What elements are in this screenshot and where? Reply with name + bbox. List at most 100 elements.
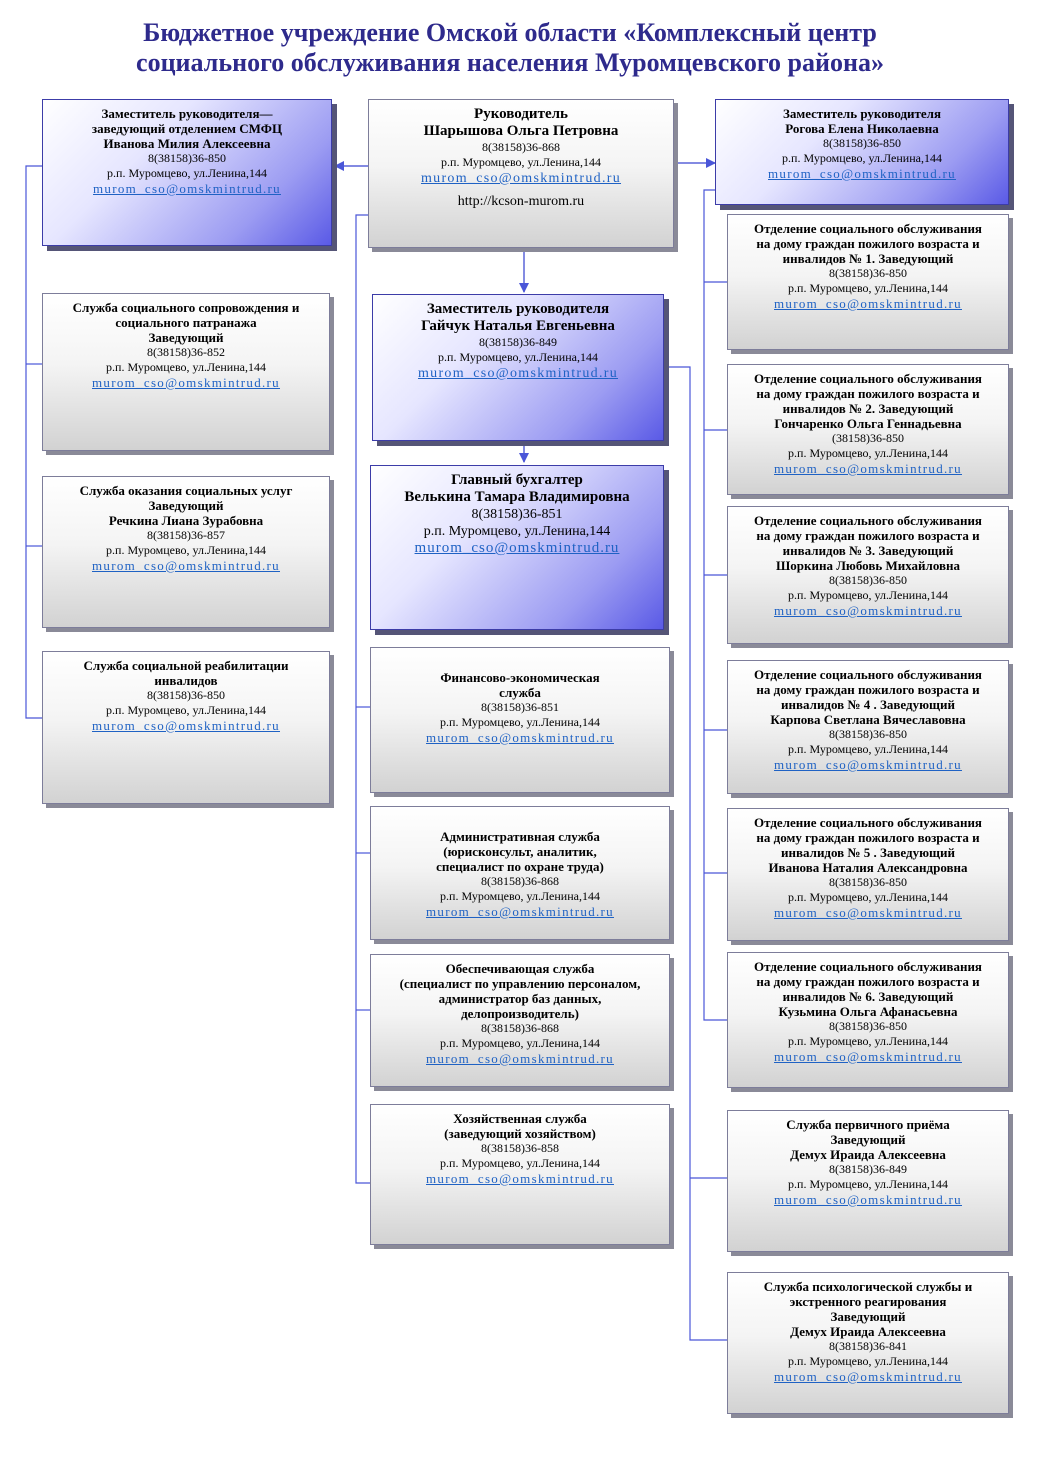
center-service-4-title-1: Хозяйственная служба xyxy=(453,1111,587,1126)
left-service-1-email-link[interactable]: murom_cso@omskmintrud.ru xyxy=(92,375,280,390)
accountant-title: Главный бухгалтер xyxy=(451,472,583,488)
center-service-3-title-4: делопроизводитель) xyxy=(461,1006,579,1021)
right-dept-1-title-1: Отделение социального обслуживания xyxy=(754,221,982,236)
left-service-3-email-link[interactable]: murom_cso@omskmintrud.ru xyxy=(92,718,280,733)
left-deputy-box: Заместитель руководителя— заведующий отд… xyxy=(42,99,332,246)
accountant-phone: 8(38158)36-851 xyxy=(471,507,563,522)
accountant-email-link[interactable]: murom_cso@omskmintrud.ru xyxy=(414,540,620,556)
left-service-1-address: р.п. Муромцево, ул.Ленина,144 xyxy=(106,360,266,374)
center-service-3-title-2: (специалист по управлению персоналом, xyxy=(399,976,641,991)
right-dept-5-email-link[interactable]: murom_cso@omskmintrud.ru xyxy=(774,905,962,920)
center-service-3-box: Обеспечивающая служба (специалист по упр… xyxy=(370,954,670,1087)
left-service-2-email-link[interactable]: murom_cso@omskmintrud.ru xyxy=(92,558,280,573)
left-service-3-box: Служба социальной реабилитации инвалидов… xyxy=(42,651,330,804)
center-service-1-email-link[interactable]: murom_cso@omskmintrud.ru xyxy=(426,730,614,745)
right-dept-1-email-link[interactable]: murom_cso@omskmintrud.ru xyxy=(774,296,962,311)
center-service-1-address: р.п. Муромцево, ул.Ленина,144 xyxy=(440,715,600,729)
left-service-2-address: р.п. Муромцево, ул.Ленина,144 xyxy=(106,543,266,557)
right-dept-2-title-3: инвалидов № 2. Заведующий xyxy=(782,401,954,416)
right-service-8-name: Демух Ираида Алексеевна xyxy=(790,1324,946,1339)
right-dept-1-box: Отделение социального обслуживания на до… xyxy=(727,214,1009,350)
director-box: Руководитель Шарышова Ольга Петровна 8(3… xyxy=(368,99,674,248)
center-service-4-email-link[interactable]: murom_cso@omskmintrud.ru xyxy=(426,1171,614,1186)
right-service-7-box: Служба первичного приёма Заведующий Дему… xyxy=(727,1110,1009,1252)
right-dept-6-email-link[interactable]: murom_cso@omskmintrud.ru xyxy=(774,1049,962,1064)
director-site[interactable]: http://kcson-murom.ru xyxy=(457,194,585,209)
left-service-1-box: Служба социального сопровождения и социа… xyxy=(42,293,330,451)
center-service-2-box: Административная служба (юрисконсульт, а… xyxy=(370,806,670,940)
right-dept-5-phone: 8(38158)36-850 xyxy=(829,875,907,889)
director-title: Руководитель xyxy=(474,106,568,122)
left-deputy-phone: 8(38158)36-850 xyxy=(148,151,226,165)
right-dept-5-name: Иванова Наталия Александровна xyxy=(768,860,968,875)
center-deputy-name: Гайчук Наталья Евгеньевна xyxy=(421,318,615,334)
left-service-3-title-2: инвалидов xyxy=(154,673,218,688)
center-service-4-title-2: (заведующий хозяйством) xyxy=(444,1126,596,1141)
director-email-link[interactable]: murom_cso@omskmintrud.ru xyxy=(420,171,622,186)
left-service-3-title-1: Служба социальной реабилитации xyxy=(83,658,289,673)
left-service-2-title-3: Речкина Лиана Зурабовна xyxy=(108,513,264,528)
left-service-2-title-1: Служба оказания социальных услуг xyxy=(79,483,293,498)
right-deputy-email-link[interactable]: murom_cso@omskmintrud.ru xyxy=(768,166,956,181)
right-service-8-title-2: экстренного реагирования xyxy=(789,1294,947,1309)
right-dept-5-box: Отделение социального обслуживания на до… xyxy=(727,808,1009,941)
left-service-1-title-1: Служба социального сопровождения и xyxy=(72,300,300,315)
center-service-3-email-link[interactable]: murom_cso@omskmintrud.ru xyxy=(426,1051,614,1066)
right-service-7-email-link[interactable]: murom_cso@omskmintrud.ru xyxy=(774,1192,962,1207)
center-trunk xyxy=(355,214,370,1184)
right-service-7-name: Демух Ираида Алексеевна xyxy=(790,1147,946,1162)
right-service-7-phone: 8(38158)36-849 xyxy=(829,1162,907,1176)
right-service-8-email-link[interactable]: murom_cso@omskmintrud.ru xyxy=(774,1369,962,1384)
right-dept-1-phone: 8(38158)36-850 xyxy=(829,266,907,280)
center-service-1-phone: 8(38158)36-851 xyxy=(481,700,559,714)
right-deputy-phone: 8(38158)36-850 xyxy=(823,136,901,150)
right-dept-3-title-3: инвалидов № 3. Заведующий xyxy=(782,543,954,558)
right-dept-5-address: р.п. Муромцево, ул.Ленина,144 xyxy=(788,890,948,904)
right-dept-6-name: Кузьмина Ольга Афанасьевна xyxy=(778,1004,958,1019)
center-service-2-phone: 8(38158)36-868 xyxy=(481,874,559,888)
right-dept-4-name: Карпова Светлана Вячеславовна xyxy=(770,712,966,727)
right-dept-3-name: Шоркина Любовь Михайловна xyxy=(775,558,961,573)
center-service-3-title-1: Обеспечивающая служба xyxy=(445,961,595,976)
accountant-address: р.п. Муромцево, ул.Ленина,144 xyxy=(423,524,611,539)
right-dept-5-title-1: Отделение социального обслуживания xyxy=(754,815,982,830)
right-dept-6-address: р.п. Муромцево, ул.Ленина,144 xyxy=(788,1034,948,1048)
center-deputy-email-link[interactable]: murom_cso@omskmintrud.ru xyxy=(417,366,619,381)
left-service-2-phone: 8(38158)36-857 xyxy=(147,528,225,542)
center-service-2-title-3: специалист по охране труда) xyxy=(436,859,604,874)
director-phone: 8(38158)36-868 xyxy=(482,140,560,154)
right-dept-4-phone: 8(38158)36-850 xyxy=(829,727,907,741)
left-deputy-email-link[interactable]: murom_cso@omskmintrud.ru xyxy=(93,181,281,196)
title-line-2: социального обслуживания населения Муром… xyxy=(136,48,884,77)
center-service-3-address: р.п. Муромцево, ул.Ленина,144 xyxy=(440,1036,600,1050)
left-service-2-box: Служба оказания социальных услуг Заведую… xyxy=(42,476,330,628)
center-service-3-phone: 8(38158)36-868 xyxy=(481,1021,559,1035)
center-deputy-address: р.п. Муромцево, ул.Ленина,144 xyxy=(438,350,598,364)
right-dept-1-title-3: инвалидов № 1. Заведующий xyxy=(782,251,954,266)
right-dept-2-title-2: на дому граждан пожилого возраста и xyxy=(756,386,980,401)
right-dept-2-box: Отделение социального обслуживания на до… xyxy=(727,364,1009,495)
title-line-1: Бюджетное учреждение Омской области «Ком… xyxy=(143,18,877,47)
left-service-3-phone: 8(38158)36-850 xyxy=(147,688,225,702)
left-deputy-name: Иванова Милия Алексеевна xyxy=(103,136,271,151)
page-title: Бюджетное учреждение Омской области «Ком… xyxy=(60,18,960,78)
right-dept-3-email-link[interactable]: murom_cso@omskmintrud.ru xyxy=(774,603,962,618)
left-deputy-title-1: Заместитель руководителя— xyxy=(101,106,273,121)
center-service-2-email-link[interactable]: murom_cso@omskmintrud.ru xyxy=(426,904,614,919)
right-dept-5-title-3: инвалидов № 5 . Заведующий xyxy=(781,845,955,860)
right-service-7-title-1: Служба первичного приёма xyxy=(786,1117,950,1132)
center-service-4-box: Хозяйственная служба (заведующий хозяйст… xyxy=(370,1104,670,1245)
right-dept-1-title-2: на дому граждан пожилого возраста и xyxy=(756,236,980,251)
right-trunk xyxy=(703,189,727,1021)
right-dept-4-email-link[interactable]: murom_cso@omskmintrud.ru xyxy=(774,757,962,772)
right-service-8-title-3: Заведующий xyxy=(830,1309,906,1324)
right-dept-2-email-link[interactable]: murom_cso@omskmintrud.ru xyxy=(774,461,962,476)
right-dept-3-phone: 8(38158)36-850 xyxy=(829,573,907,587)
right-dept-6-title-1: Отделение социального обслуживания xyxy=(754,959,982,974)
right-dept-3-box: Отделение социального обслуживания на до… xyxy=(727,506,1009,644)
right-dept-4-title-2: на дому граждан пожилого возраста и xyxy=(756,682,980,697)
right-dept-3-address: р.п. Муромцево, ул.Ленина,144 xyxy=(788,588,948,602)
right-dept-3-title-2: на дому граждан пожилого возраста и xyxy=(756,528,980,543)
center-service-2-title-1: Административная служба xyxy=(440,829,600,844)
